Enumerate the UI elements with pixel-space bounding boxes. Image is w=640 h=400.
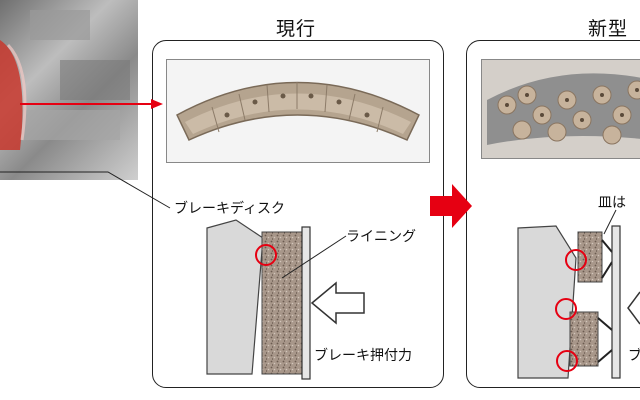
contact-circle-current bbox=[255, 244, 277, 266]
lining-label: ライニング bbox=[346, 229, 416, 245]
lining-leader bbox=[281, 235, 347, 279]
backing-plate-new bbox=[611, 225, 621, 379]
spring-links bbox=[597, 239, 613, 363]
pad-segment-1 bbox=[577, 231, 603, 283]
transition-arrow bbox=[430, 184, 472, 228]
contact-circle-new-1 bbox=[565, 249, 587, 271]
force-arrow-new-partial bbox=[627, 291, 640, 325]
backing-plate-current bbox=[301, 226, 311, 380]
brake-force-label: ブレーキ押付力 bbox=[314, 348, 412, 364]
brake-disc-new bbox=[517, 225, 577, 379]
contact-circle-new-3 bbox=[556, 350, 578, 372]
brake-disc-label: ブレーキディスク bbox=[174, 201, 286, 217]
bogie-photo bbox=[0, 0, 138, 180]
current-pad-photo bbox=[166, 59, 430, 163]
brake-force-arrow bbox=[310, 281, 365, 325]
brake-disc-current bbox=[206, 219, 264, 375]
new-force-label-partial: ブ bbox=[628, 348, 640, 364]
lining-current bbox=[261, 231, 303, 375]
dish-leader bbox=[603, 209, 617, 235]
pad-segment-2 bbox=[569, 311, 599, 367]
contact-circle-new-2 bbox=[555, 298, 577, 320]
new-dish-label: 皿は bbox=[598, 195, 626, 211]
new-pad-photo bbox=[481, 59, 640, 159]
current-type-title: 現行 bbox=[276, 18, 317, 40]
pointer-arrow bbox=[20, 99, 163, 109]
brake-disc-leader bbox=[0, 171, 171, 209]
new-type-title: 新型 bbox=[588, 18, 629, 40]
